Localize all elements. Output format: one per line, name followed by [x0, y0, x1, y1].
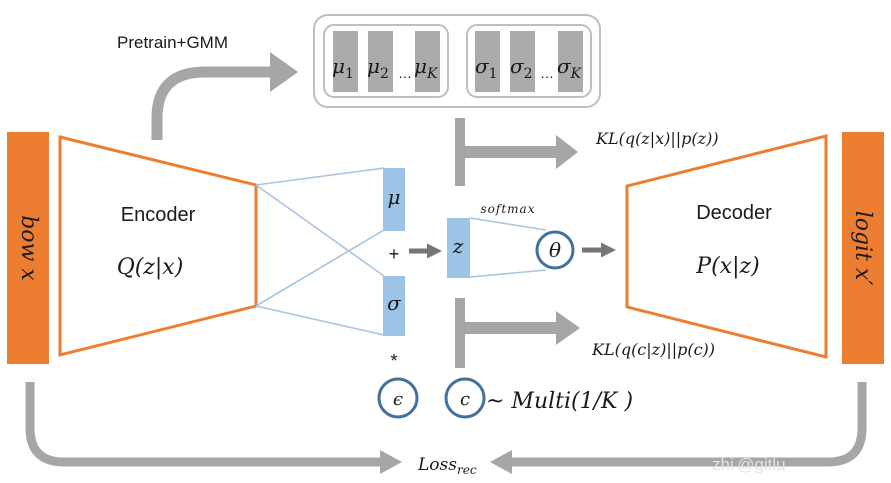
enc-bottom-to-sigma-bottom	[255, 305, 385, 336]
loss-rec-main: Loss	[417, 455, 457, 475]
c-distribution-label: ~ Multi(1/K )	[486, 389, 633, 414]
decoder: Decoder P(x|z)	[625, 134, 828, 359]
sigma-1-bar	[475, 31, 500, 92]
mu-k-bar	[415, 31, 440, 92]
kl-z-label: KL(q(z|x)||p(z))	[595, 129, 719, 148]
pretrain-arrowhead	[270, 52, 298, 92]
theta-label: θ	[549, 238, 561, 262]
pretrain-label: Pretrain+GMM	[117, 33, 228, 52]
kl-c-bar-horizontal	[465, 322, 557, 334]
encoder-formula: Q(z|x)	[117, 255, 184, 280]
decoder-shape	[625, 134, 828, 359]
rec-arrow-right-head	[490, 450, 512, 474]
noise-nodes: ϵ c ~ Multi(1/K )	[377, 377, 633, 419]
mu-ellipsis: …	[398, 65, 412, 81]
pretrain-arrow: Pretrain+GMM	[117, 33, 298, 140]
mu-bar	[383, 168, 405, 231]
loss-rec-sub: rec	[457, 463, 477, 477]
mu-1-bar	[333, 31, 358, 92]
softmax-label: softmax	[481, 202, 536, 216]
kl-c-arrow: KL(q(c|z)||p(c))	[455, 298, 715, 368]
kl-c-arrowhead	[556, 311, 580, 345]
sigma-bar	[383, 276, 405, 336]
rec-arrow-right-shaft	[510, 382, 867, 467]
z-label: z	[452, 234, 464, 258]
reconstruction-loss: Lossrec	[25, 382, 867, 477]
pretrain-arrow-shaft	[151, 66, 270, 140]
latent-params: μ σ + *	[383, 168, 405, 371]
latent-z: z softmax θ	[447, 202, 575, 278]
z-to-theta-top	[469, 217, 547, 231]
sigma-label: σ	[387, 291, 402, 315]
mu-label: μ	[388, 185, 401, 209]
kl-c-label: KL(q(c|z)||p(c))	[591, 340, 715, 359]
enc-top-to-mu-top	[255, 167, 385, 186]
z-to-theta-bottom	[469, 269, 547, 278]
sigma-2-bar	[510, 31, 535, 92]
z-bar	[447, 218, 470, 278]
rec-arrow-left-shaft	[25, 382, 382, 467]
output-bar	[842, 132, 884, 364]
enc-top-to-sigma-top	[255, 184, 385, 277]
input-bow-x: bow x	[7, 132, 49, 364]
epsilon-node	[377, 377, 419, 419]
decoder-formula: P(x|z)	[695, 254, 759, 279]
mu-k-label: μK	[414, 54, 439, 82]
epsilon-label: ϵ	[393, 389, 403, 410]
theta-node	[535, 230, 575, 270]
kl-c-bar-vertical	[455, 298, 465, 368]
gmm-parameters-box: μ1 μ2 … μK σ1 σ2 … σK	[313, 14, 601, 108]
plus-operator: +	[389, 244, 400, 264]
input-bar	[7, 132, 49, 364]
encoder-connections	[255, 167, 385, 336]
mu-2-bar	[368, 31, 393, 92]
encoder-shape	[58, 135, 258, 357]
output-logit-x: logit x′	[842, 132, 884, 364]
encoder-title: Encoder	[121, 204, 196, 226]
loss-rec-label: Lossrec	[417, 455, 477, 477]
output-label: logit x′	[850, 211, 875, 286]
kl-z-bar-horizontal	[465, 146, 557, 158]
input-label: bow x	[16, 215, 41, 281]
decoder-title: Decoder	[696, 202, 772, 224]
encoder: Encoder Q(z|x)	[58, 135, 258, 357]
c-node	[444, 377, 486, 419]
kl-z-bar-vertical	[455, 118, 465, 186]
times-operator: *	[390, 351, 397, 371]
enc-bottom-to-mu-bottom	[255, 229, 385, 307]
kl-z-arrowhead	[556, 135, 578, 169]
watermark: zhi @gitlu	[712, 455, 786, 474]
rec-arrow-left-head	[380, 450, 402, 474]
sigma-k-bar	[558, 31, 583, 92]
sigma-ellipsis: …	[540, 65, 554, 81]
c-label: c	[460, 389, 470, 410]
kl-z-arrow: KL(q(z|x)||p(z))	[455, 118, 719, 186]
